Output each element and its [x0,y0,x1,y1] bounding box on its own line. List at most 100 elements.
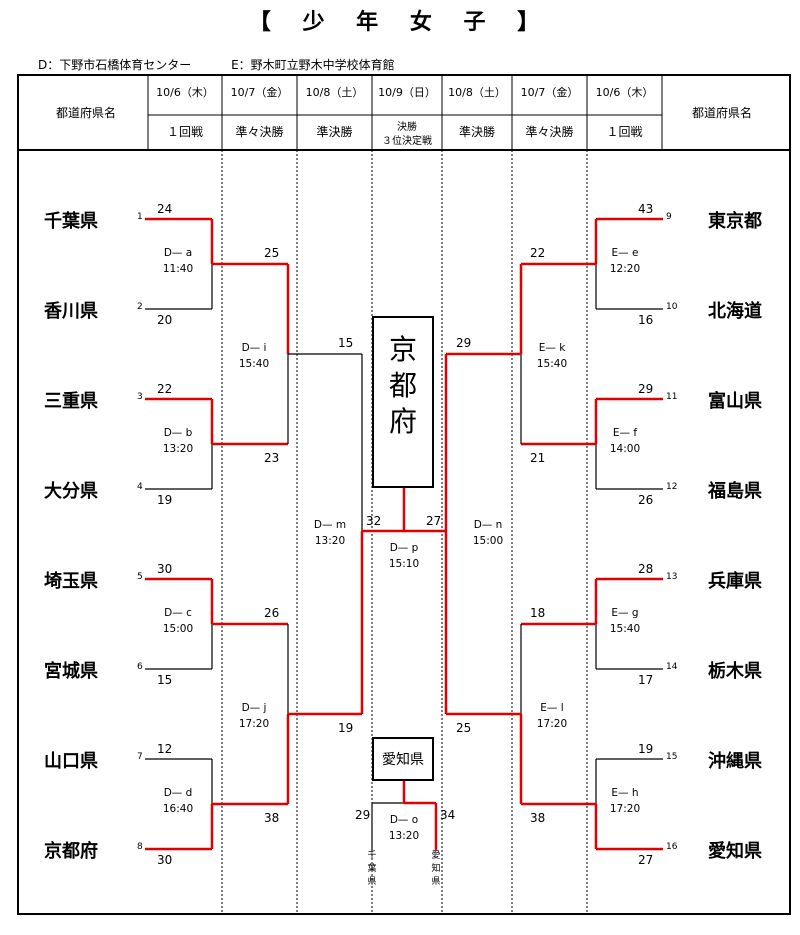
match-label: E— h 17:20 [609,787,641,815]
team-name: 兵庫県 [708,571,762,592]
header-round: 準々決勝 [525,125,574,139]
match-label: D— a 11:40 [162,247,194,275]
header-pref-right: 都道府県名 [691,106,752,120]
team-name: 富山県 [708,391,762,412]
score: 29 [638,382,654,396]
score: 26 [264,606,280,620]
match-label: D— p 15:10 [388,542,420,570]
champion-name: 京都府 [388,333,417,438]
header-date: 10/9（日） [378,86,436,99]
header-round: １回戦 [606,125,643,139]
header-date: 10/7（金） [520,86,579,99]
match-label: D— c 15:00 [162,607,194,635]
header-round: 準決勝 [458,125,495,139]
team-name: 京都府 [44,841,98,862]
score: 27 [426,514,442,528]
team-name: 愛知県 [708,841,762,862]
score: 29 [355,808,371,822]
score: 30 [157,853,173,867]
score: 22 [157,382,173,396]
third-place-box: 愛知県 [372,737,434,781]
score: 19 [338,721,354,735]
header-date: 10/6（木） [156,86,214,99]
match-label: E— k 15:40 [536,342,568,370]
team-name: 宮城県 [44,661,98,682]
header-round: １回戦 [166,125,203,139]
score: 38 [264,811,280,825]
score: 19 [638,742,654,756]
score: 28 [638,562,654,576]
score: 25 [264,246,280,260]
score: 17 [638,673,654,687]
score: 19 [157,493,173,507]
header-date: 10/8（土） [448,86,506,99]
team-name: 福島県 [708,481,762,502]
champion-box [372,316,434,488]
header-date: 10/7（金） [230,86,289,99]
match-label: D— n 15:00 [472,519,504,547]
seed-number: 12 [666,482,678,492]
score: 15 [338,336,354,350]
third-participant-right: 愛知県 [431,851,441,887]
venue-legend: D：下野市石橋体育センター E：野木町立野木中学校体育館 [38,56,431,73]
venue-d: D：下野市石橋体育センター [38,58,192,72]
score: 24 [157,202,173,216]
score: 21 [530,451,546,465]
seed-number: 8 [137,842,143,852]
header-round: 準々決勝 [235,125,284,139]
match-label: E— f 14:00 [609,427,641,455]
third-participant-left: 千葉県 [367,851,377,887]
seed-number: 16 [666,842,678,852]
team-name: 千葉県 [44,211,98,232]
match-label: D— d 16:40 [162,787,194,815]
team-name: 三重県 [44,391,98,412]
score: 27 [638,853,654,867]
score: 22 [530,246,546,260]
header-round: 準決勝 [316,125,353,139]
score: 25 [456,721,472,735]
score: 23 [264,451,280,465]
team-name: 北海道 [708,301,762,322]
header-round-final: 決勝 [397,122,417,133]
score: 20 [157,313,173,327]
seed-number: 1 [137,212,143,222]
header-pref-left: 都道府県名 [55,106,116,120]
match-label: E— g 15:40 [609,607,641,635]
seed-number: 2 [137,302,143,312]
match-label: D— i 15:40 [238,342,270,370]
seed-number: 3 [137,392,143,402]
score: 26 [638,493,654,507]
team-name: 東京都 [708,211,762,232]
score: 18 [530,606,546,620]
match-label: D— m 13:20 [313,519,347,547]
seed-number: 5 [137,572,143,582]
match-label: E— e 12:20 [609,247,641,275]
team-name: 埼玉県 [44,571,98,592]
bracket-frame [17,74,791,915]
score: 32 [366,514,382,528]
match-label: D— j 17:20 [238,702,270,730]
team-name: 香川県 [44,301,98,322]
seed-number: 13 [666,572,678,582]
seed-number: 6 [137,662,143,672]
score: 38 [530,811,546,825]
score: 15 [157,673,173,687]
page-title: 【 少 年 女 子 】 [248,10,552,35]
score: 43 [638,202,654,216]
seed-number: 14 [666,662,678,672]
seed-number: 9 [666,212,672,222]
team-name: 栃木県 [708,661,762,682]
seed-number: 10 [666,302,678,312]
match-label: D— b 13:20 [162,427,194,455]
score: 16 [638,313,654,327]
score: 30 [157,562,173,576]
score: 34 [440,808,456,822]
seed-number: 7 [137,752,143,762]
seed-number: 11 [666,392,678,402]
header-round-third: ３位決定戦 [382,136,432,147]
seed-number: 4 [137,482,143,492]
match-label: E— l 17:20 [536,702,568,730]
header-date: 10/8（土） [305,86,364,99]
header-date: 10/6（木） [595,86,654,99]
